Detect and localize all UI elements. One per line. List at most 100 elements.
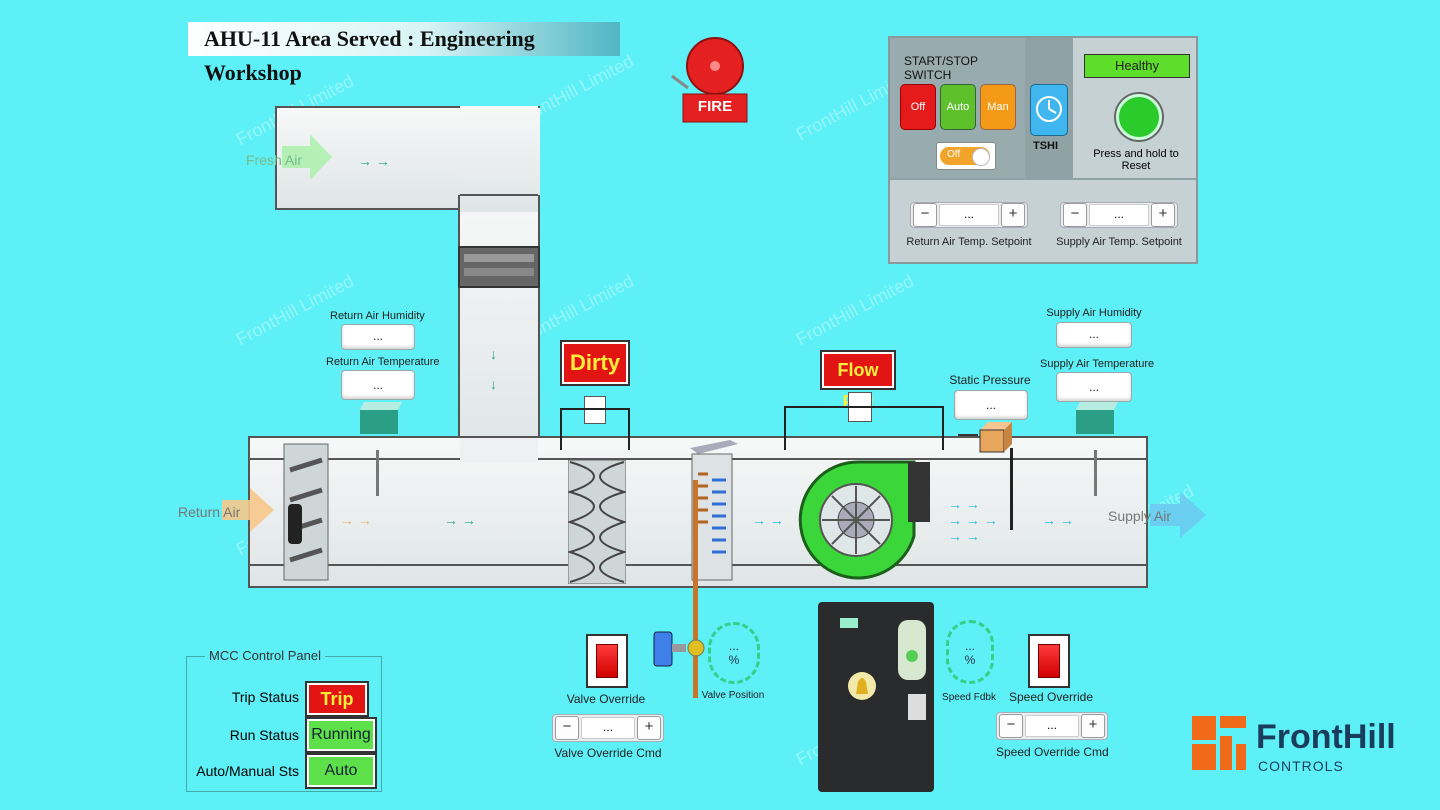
flow-arrow-icon: → →: [358, 153, 390, 169]
run-status-badge: Running: [307, 719, 375, 751]
supply-air-label: Supply Air: [1108, 508, 1172, 524]
speed-fdbk-label: Speed Fdbk: [942, 692, 996, 703]
fronthill-logo-icon: [1190, 714, 1250, 774]
return-humidity-value: ...: [341, 324, 415, 350]
trip-status-label: Trip Status: [231, 689, 299, 705]
coil-icon: [690, 440, 738, 581]
speed-unit: %: [964, 653, 976, 667]
supply-sensor-probe: [1094, 450, 1097, 496]
return-setpoint-value[interactable]: ...: [939, 204, 999, 226]
pressure-tube: [1010, 448, 1013, 530]
valve-position-gauge: ... %: [708, 622, 760, 684]
reset-label: Press and hold to Reset: [1093, 148, 1179, 172]
supply-air-arrow-icon: [1150, 490, 1206, 540]
logo-name: FrontHill: [1256, 718, 1396, 756]
timer-icon: [1036, 96, 1062, 122]
trip-status-badge: Trip: [307, 683, 367, 715]
decrement-button[interactable]: −: [999, 714, 1023, 738]
speed-fdbk-gauge: ... %: [946, 620, 994, 684]
flow-arrow-icon: → →: [752, 512, 784, 528]
return-setpoint-label: Return Air Temp. Setpoint: [906, 236, 1032, 248]
supply-setpoint-value[interactable]: ...: [1089, 204, 1149, 226]
logo-subtitle: CONTROLS: [1258, 758, 1344, 774]
supply-setpoint-stepper: − ... +: [1060, 202, 1178, 228]
control-valve[interactable]: [652, 628, 706, 670]
flow-arrow-icon: → →: [948, 528, 980, 544]
return-air-arrow-icon: [222, 486, 274, 534]
flow-arrow-icon: → →: [340, 512, 372, 528]
mcc-title: MCC Control Panel: [205, 648, 325, 663]
run-status-label: Run Status: [229, 727, 299, 743]
flow-switch-line: [784, 406, 944, 450]
flow-arrow-icon: → →: [948, 496, 980, 512]
watermark: FrontHill Limited: [792, 270, 917, 350]
fire-label: FIRE: [697, 98, 733, 115]
increment-button[interactable]: +: [1151, 203, 1175, 227]
mode-status-badge: Auto: [307, 755, 375, 787]
fire-alarm[interactable]: FIRE: [668, 36, 758, 126]
valve-cmd-stepper: − ... +: [552, 714, 664, 742]
auto-button[interactable]: Auto: [940, 84, 976, 130]
decrement-button[interactable]: −: [913, 203, 937, 227]
reset-button[interactable]: [1116, 94, 1162, 140]
off-button[interactable]: Off: [900, 84, 936, 130]
increment-button[interactable]: +: [1001, 203, 1025, 227]
coil-pipe: [693, 480, 698, 698]
damper-icon: [283, 443, 329, 581]
decrement-button[interactable]: −: [1063, 203, 1087, 227]
increment-button[interactable]: +: [637, 716, 661, 740]
vfd-icon: [818, 602, 934, 792]
flow-arrow-icon: → → →: [948, 512, 998, 528]
filter-dp-switch: [584, 396, 606, 424]
fresh-air-label: Fresh Air: [246, 152, 303, 168]
static-pressure-label: Static Pressure: [949, 373, 1031, 387]
mixing-duct: [458, 195, 540, 460]
flow-arrow-icon: → →: [444, 512, 476, 528]
return-temperature-value: ...: [341, 370, 415, 400]
supply-sensor-icon: [1072, 402, 1118, 434]
fresh-air-arrow-icon: [282, 132, 332, 182]
mode-status-label: Auto/Manual Sts: [196, 763, 299, 779]
valve-override-button[interactable]: [586, 634, 628, 688]
filter-dp-line: [560, 408, 630, 450]
tshi-label: TSHI: [1033, 140, 1059, 152]
valve-position-unit: %: [728, 653, 740, 667]
page-title: AHU-11 Area Served : Engineering Worksho…: [188, 22, 620, 85]
speed-override-button[interactable]: [1028, 634, 1070, 688]
supply-humidity-value: ...: [1056, 322, 1132, 348]
switch-title: START/STOP SWITCH: [904, 54, 978, 82]
speed-cmd-label: Speed Override Cmd: [996, 745, 1109, 759]
supply-temperature-label: Supply Air Temperature: [1040, 358, 1155, 370]
return-humidity-label: Return Air Humidity: [330, 310, 425, 322]
valve-cmd-label: Valve Override Cmd: [554, 746, 662, 760]
valve-position-label: Valve Position: [701, 690, 765, 701]
return-temperature-label: Return Air Temperature: [326, 356, 440, 368]
return-sensor-probe: [376, 450, 379, 496]
static-pressure-value: ...: [954, 390, 1028, 420]
valve-override-label: Valve Override: [566, 692, 646, 706]
man-button[interactable]: Man: [980, 84, 1016, 130]
control-panel: START/STOP SWITCH Off Auto Man Off TSHI …: [888, 36, 1198, 264]
duct-elbow: [460, 106, 538, 212]
fire-bell-icon: [671, 37, 748, 123]
flow-arrow-icon: ↓: [490, 346, 497, 362]
fresh-air-damper[interactable]: [458, 246, 540, 288]
health-status: Healthy: [1084, 54, 1190, 78]
filter-bank: [566, 459, 628, 585]
decrement-button[interactable]: −: [555, 716, 579, 740]
tshi-button[interactable]: [1030, 84, 1068, 136]
supply-humidity-label: Supply Air Humidity: [1046, 307, 1142, 319]
mode-toggle[interactable]: Off: [936, 142, 996, 170]
return-sensor-icon: [356, 402, 402, 434]
flow-arrow-icon: ↓: [490, 376, 497, 392]
valve-cmd-value[interactable]: ...: [581, 717, 635, 739]
speed-cmd-value[interactable]: ...: [1025, 715, 1079, 737]
supply-fan[interactable]: [796, 456, 930, 584]
pressure-sensor-icon: [976, 420, 1016, 454]
return-air-label: Return Air: [178, 504, 241, 520]
increment-button[interactable]: +: [1081, 714, 1105, 738]
vfd-drive: [818, 598, 940, 794]
speed-cmd-stepper: − ... +: [996, 712, 1108, 740]
return-air-damper[interactable]: [282, 440, 330, 584]
flow-fail-alarm: Flow Fail: [822, 352, 894, 412]
